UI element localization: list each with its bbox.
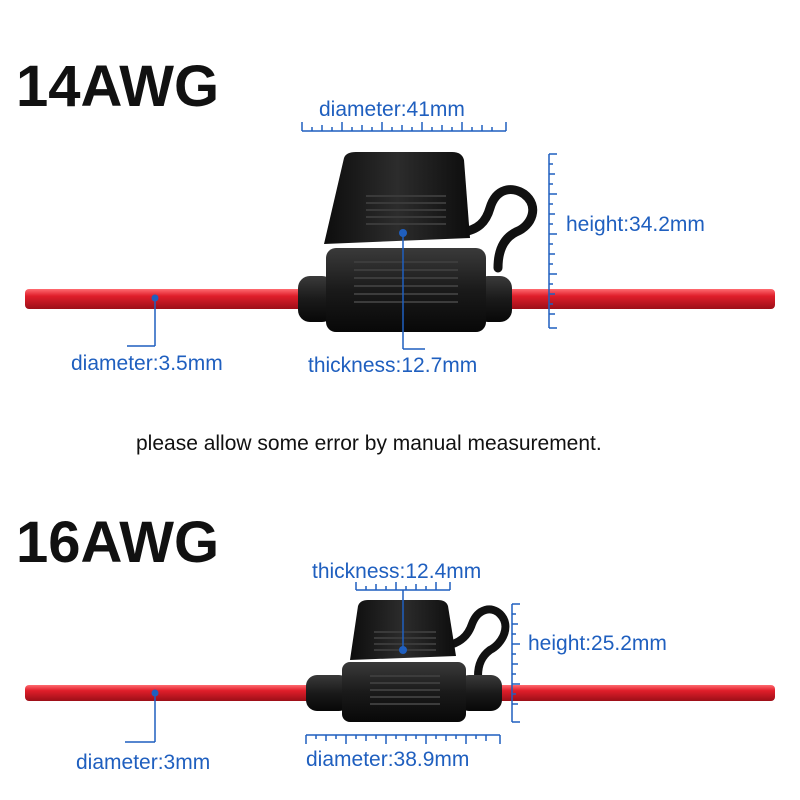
section-14awg [25, 122, 775, 350]
wire-collar-left-16awg [306, 675, 350, 711]
gauge-title-14awg: 14AWG [16, 54, 220, 119]
section-16awg [25, 582, 775, 744]
leader-wire-diameter-16awg [125, 689, 159, 743]
fuse-holder-cap-14awg [324, 152, 470, 244]
label-wire-diameter-14awg: diameter:3.5mm [71, 352, 223, 375]
ruler-height-16awg [511, 603, 520, 723]
fuse-holder-body-16awg [342, 662, 466, 722]
cap-strap-14awg [457, 185, 538, 273]
cap-strap-16awg [440, 605, 510, 680]
label-height-14awg: height:34.2mm [566, 213, 705, 236]
label-top-diameter-14awg: diameter:41mm [319, 98, 465, 121]
body-ribs-16awg [370, 675, 440, 705]
measurement-note: please allow some error by manual measur… [136, 432, 602, 455]
gauge-title-16awg: 16AWG [16, 510, 220, 575]
label-height-16awg: height:25.2mm [528, 632, 667, 655]
fuse-holder-body-14awg [326, 248, 486, 332]
label-bottom-diameter-16awg: diameter:38.9mm [306, 748, 470, 771]
label-thickness-14awg: thickness:12.7mm [308, 354, 478, 377]
leader-wire-diameter-14awg [127, 294, 159, 347]
ruler-top-diameter-14awg [301, 122, 507, 132]
ruler-bottom-diameter-16awg [305, 734, 501, 744]
cap-ribs-14awg [366, 195, 446, 225]
wire-collar-left-14awg [298, 276, 334, 322]
ruler-thickness-16awg [355, 582, 451, 591]
label-thickness-16awg: thickness:12.4mm [312, 560, 482, 583]
label-wire-diameter-16awg: diameter:3mm [76, 751, 211, 774]
body-ribs-14awg [354, 261, 458, 303]
wire-collar-right-16awg [458, 675, 502, 711]
leader-thickness-14awg [399, 229, 425, 350]
ruler-height-14awg [548, 153, 557, 329]
leader-thickness-16awg [399, 590, 407, 654]
